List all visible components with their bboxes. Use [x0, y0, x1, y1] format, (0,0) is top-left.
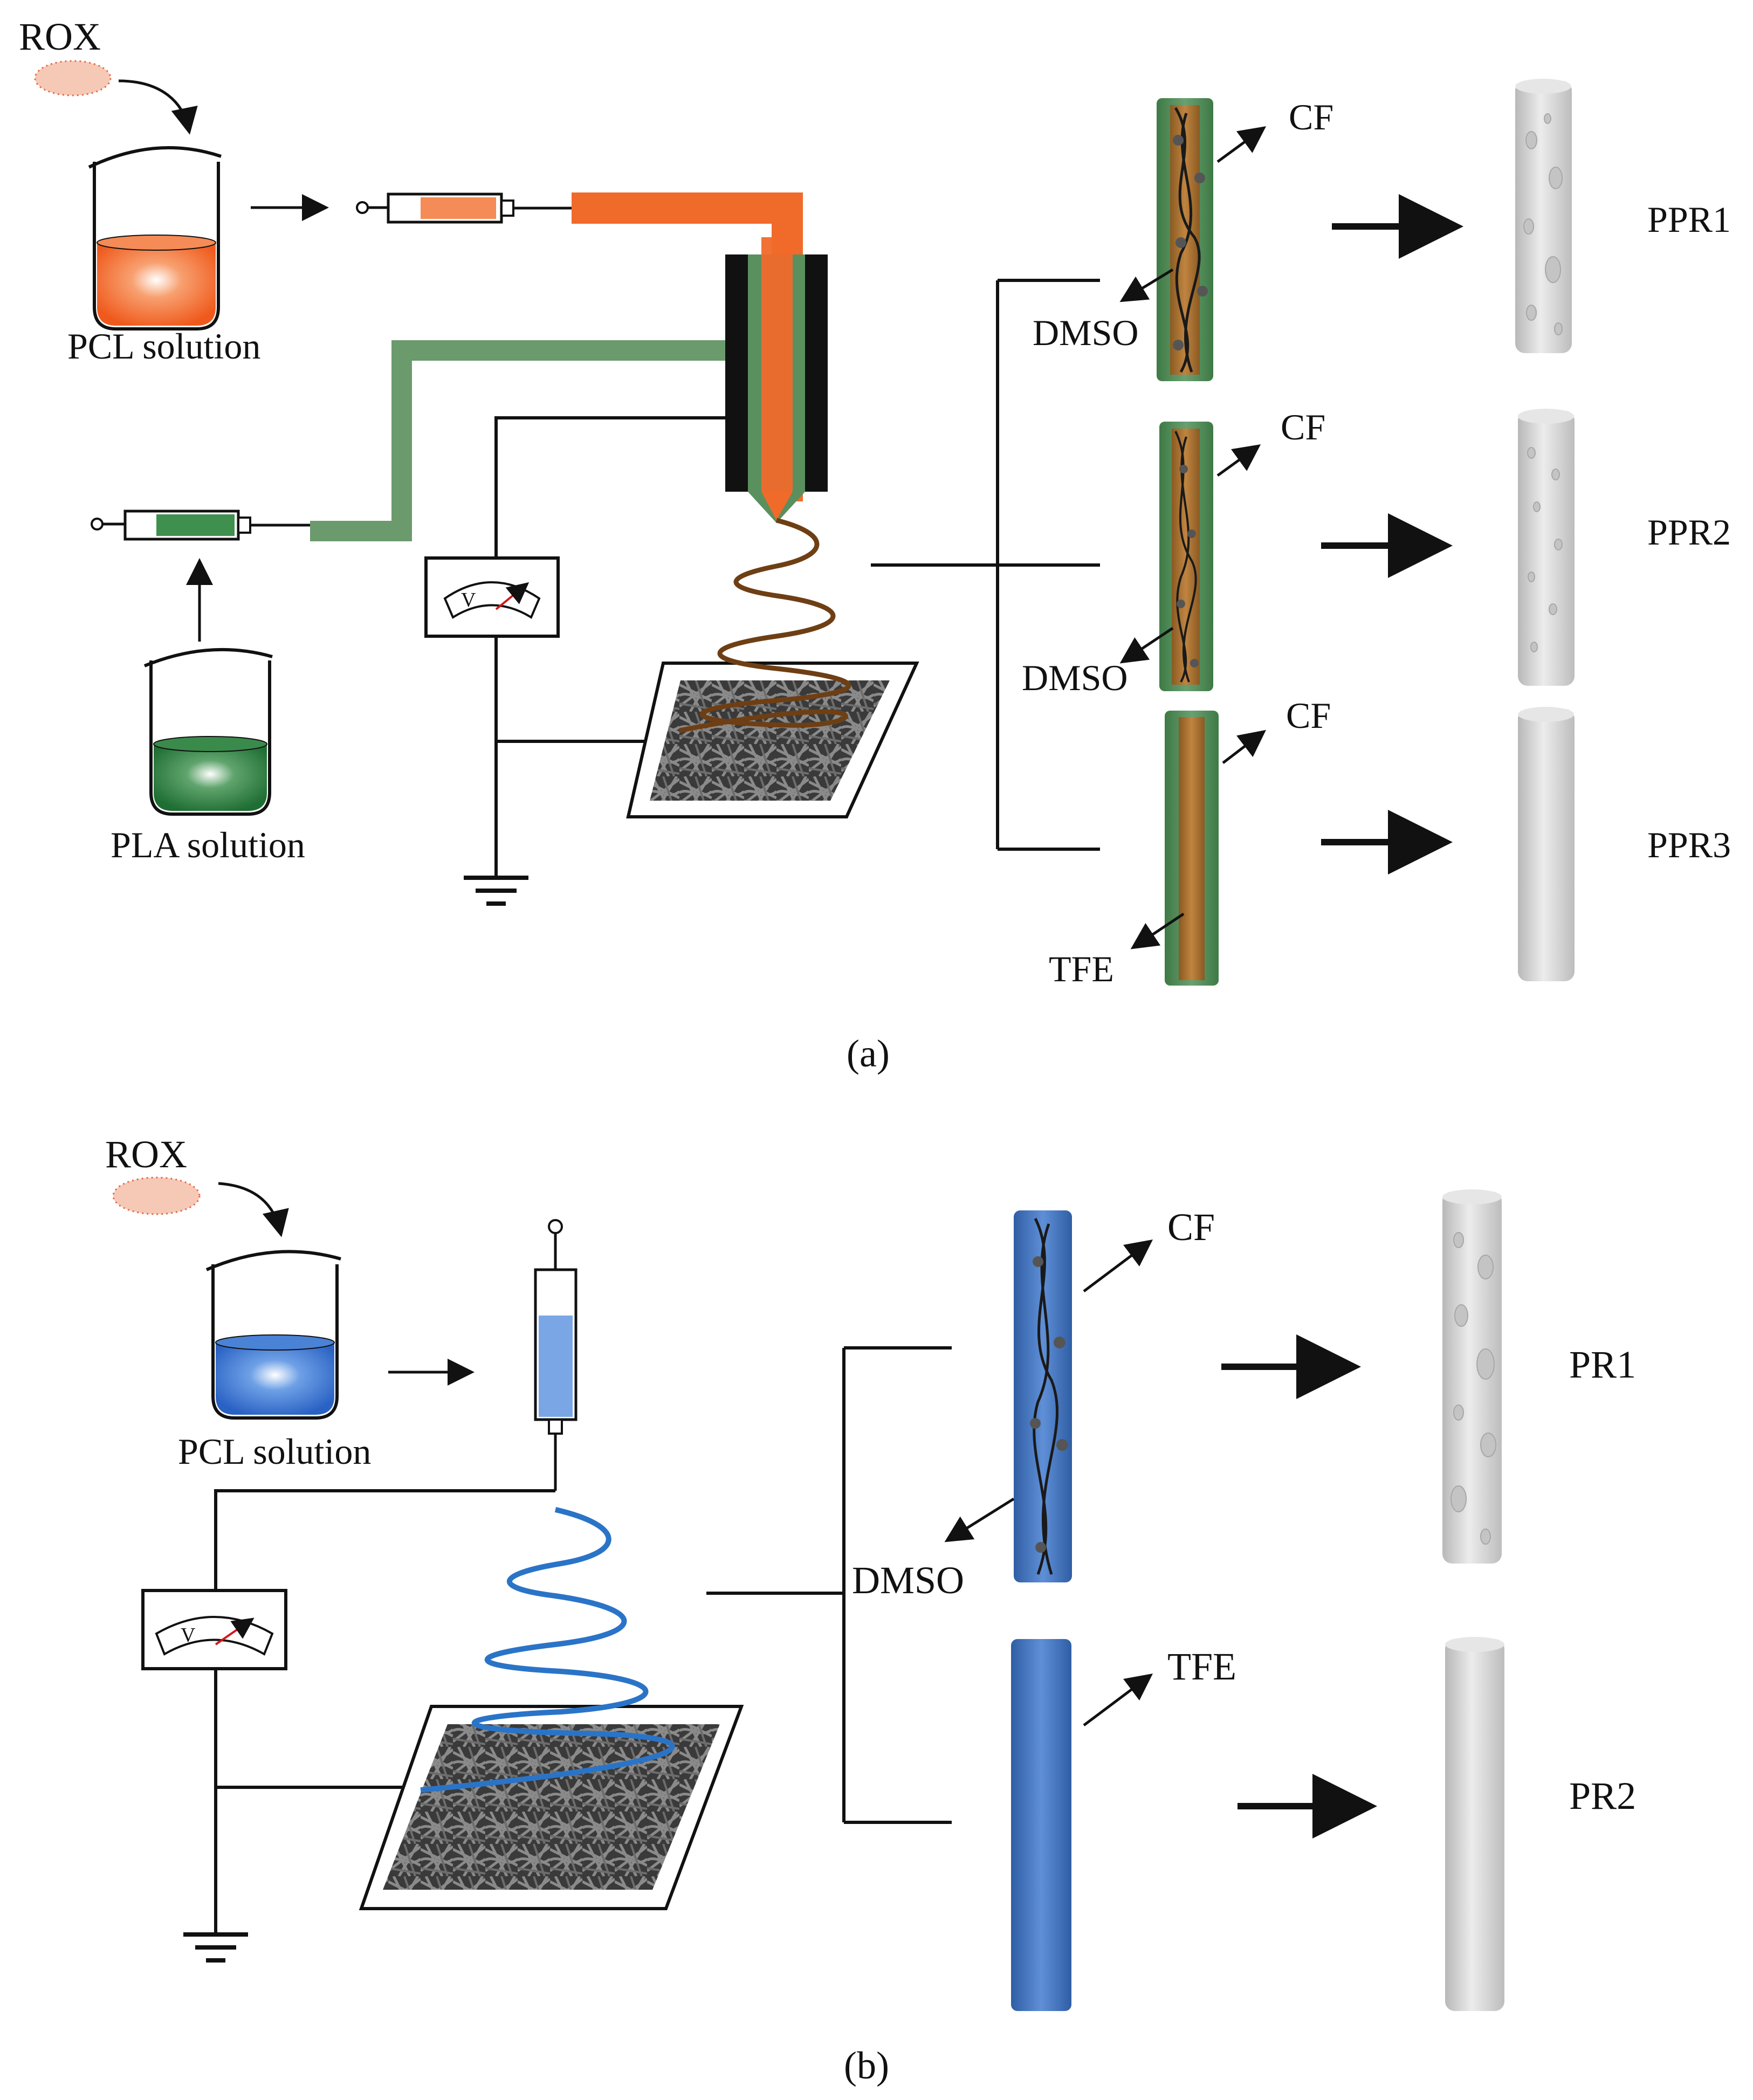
collector-plate	[626, 662, 919, 818]
ppr3-result-label: PPR3	[1647, 824, 1731, 865]
ground-icon-b	[183, 1932, 248, 1963]
voltmeter-label: V	[461, 589, 476, 611]
release-arrows-b	[944, 1240, 1153, 1726]
panel-b-label: (b)	[844, 2044, 889, 2087]
pcl-beaker-icon	[88, 146, 222, 331]
ppr2-solvent-label: DMSO	[1022, 657, 1128, 698]
ppr3-release-label: CF	[1286, 695, 1331, 736]
green-syringe-icon	[91, 509, 310, 541]
core-shell-fiber-ppr3	[1165, 711, 1219, 986]
voltmeter-label-b: V	[181, 1624, 196, 1647]
solid-tube-ppr3	[1518, 707, 1575, 981]
solid-tube-pr2	[1445, 1637, 1504, 2011]
rox-to-beaker-arrow	[118, 79, 198, 135]
pcl-beaker-icon-b	[205, 1250, 341, 1420]
circuit-wire-b	[214, 1489, 555, 1933]
ground-icon	[464, 876, 528, 906]
pla-beaker-icon	[143, 648, 273, 816]
pr1-release-label: CF	[1167, 1206, 1215, 1249]
porous-tube-pr1	[1442, 1189, 1502, 1564]
ppr1-result-label: PPR1	[1647, 199, 1731, 240]
voltmeter-icon: V	[424, 556, 560, 638]
porous-tube-ppr2	[1518, 409, 1575, 686]
blue-syringe-icon	[534, 1219, 578, 1491]
electrospinning-jet-b	[420, 1507, 675, 1793]
rox-powder-icon-b	[112, 1176, 201, 1215]
pr2-result-label: PR2	[1569, 1774, 1636, 1817]
rox-label-b: ROX	[105, 1133, 187, 1176]
core-shell-fiber-ppr1	[1157, 98, 1213, 381]
pcl-solution-label: PCL solution	[67, 326, 260, 367]
rox-label: ROX	[19, 15, 101, 58]
green-feed-tube	[310, 340, 739, 541]
rox-to-beaker-arrow-b	[218, 1182, 289, 1237]
voltmeter-icon-b: V	[141, 1589, 287, 1670]
process-arrows-a	[1321, 194, 1463, 875]
ppr2-release-label: CF	[1281, 407, 1325, 447]
panel-a: ROX PCL solution	[19, 15, 1731, 1075]
circuit-wire-a	[494, 416, 725, 876]
branch-bracket-b	[706, 1346, 952, 1824]
ppr3-solvent-label: TFE	[1049, 948, 1114, 989]
pr2-release-label: TFE	[1167, 1645, 1236, 1688]
electrospinning-jet	[679, 518, 851, 733]
process-arrows-b	[1221, 1334, 1377, 1839]
ppr2-result-label: PPR2	[1647, 512, 1731, 553]
rox-powder-icon	[34, 60, 112, 97]
orange-syringe-icon	[356, 192, 572, 224]
ppr1-solvent-label: DMSO	[1033, 312, 1139, 353]
pcl-solution-label-b: PCL solution	[178, 1431, 371, 1472]
monolithic-fiber-pr2	[1011, 1639, 1071, 2011]
release-arrows-a	[1119, 126, 1267, 949]
pr1-solvent-label: DMSO	[852, 1559, 964, 1602]
ppr1-release-label: CF	[1289, 97, 1333, 137]
pla-solution-label: PLA solution	[111, 824, 305, 865]
pr1-result-label: PR1	[1569, 1343, 1636, 1386]
porous-tube-ppr1	[1515, 79, 1572, 353]
panel-b: ROX PCL solution V	[105, 1133, 1636, 2087]
branch-bracket-a	[871, 279, 1100, 851]
coaxial-spinneret	[725, 237, 828, 523]
collector-plate-b	[359, 1705, 744, 1910]
core-shell-fiber-ppr2	[1159, 422, 1213, 691]
panel-a-label: (a)	[847, 1032, 890, 1075]
monolithic-fiber-pr1	[1014, 1210, 1072, 1582]
